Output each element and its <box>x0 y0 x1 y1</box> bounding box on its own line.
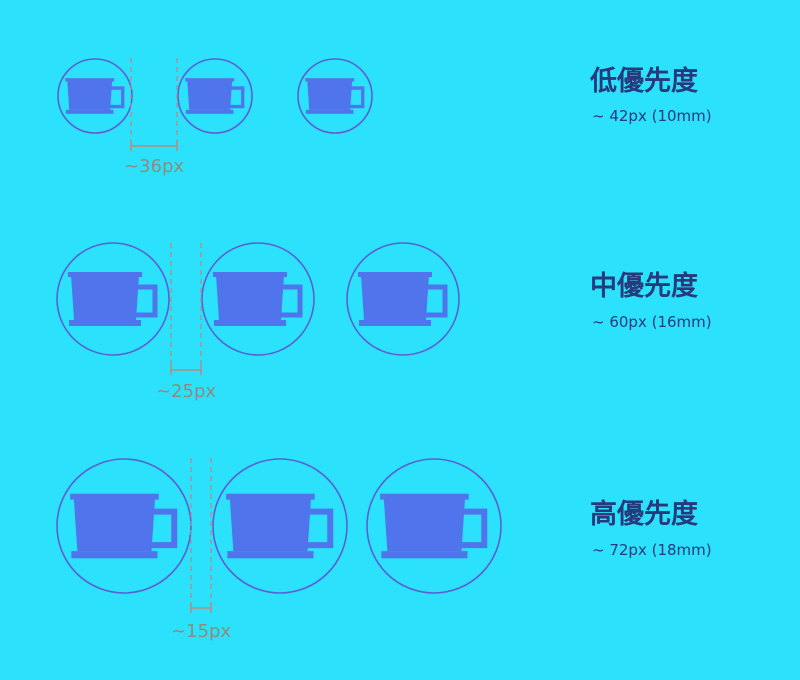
mug-icon <box>380 493 488 559</box>
priority-title: 中優先度 <box>590 270 698 302</box>
touch-target <box>366 458 502 594</box>
mug-icon <box>305 78 365 114</box>
target-ring <box>201 242 315 356</box>
target-ring <box>212 458 348 594</box>
mug-icon <box>226 493 334 559</box>
target-ring <box>56 242 170 356</box>
mug-icon <box>358 272 448 326</box>
target-ring <box>346 242 460 356</box>
target-ring <box>297 58 373 134</box>
mug-icon <box>70 493 178 559</box>
touch-target <box>56 242 170 356</box>
target-ring <box>366 458 502 594</box>
row-high-priority: ~15px 高優先度 ~ 72px (18mm) <box>56 458 712 642</box>
spacing-bracket <box>130 141 178 151</box>
target-ring <box>177 58 253 134</box>
touch-target <box>177 58 253 134</box>
target-ring <box>57 58 133 134</box>
touch-target <box>56 458 192 594</box>
spacing-label: ~25px <box>156 381 216 402</box>
row-medium-priority: ~25px 中優先度 ~ 60px (16mm) <box>56 242 712 402</box>
spacing-bracket <box>190 603 212 613</box>
mug-icon <box>185 78 245 114</box>
priority-title: 高優先度 <box>590 498 698 530</box>
spacing-bracket <box>170 365 202 375</box>
priority-title: 低優先度 <box>589 65 698 97</box>
touch-target <box>201 242 315 356</box>
spacing-label: ~15px <box>171 621 231 642</box>
size-label: ~ 60px (16mm) <box>592 313 712 331</box>
row-low-priority: ~36px 低優先度 ~ 42px (10mm) <box>57 58 712 177</box>
size-label: ~ 42px (10mm) <box>592 107 712 125</box>
mug-icon <box>68 272 158 326</box>
mug-icon <box>213 272 303 326</box>
size-label: ~ 72px (18mm) <box>592 541 712 559</box>
touch-target <box>212 458 348 594</box>
touch-target <box>297 58 373 134</box>
spacing-label: ~36px <box>124 156 184 177</box>
mug-icon <box>65 78 125 114</box>
touch-target <box>57 58 133 134</box>
touch-target <box>346 242 460 356</box>
